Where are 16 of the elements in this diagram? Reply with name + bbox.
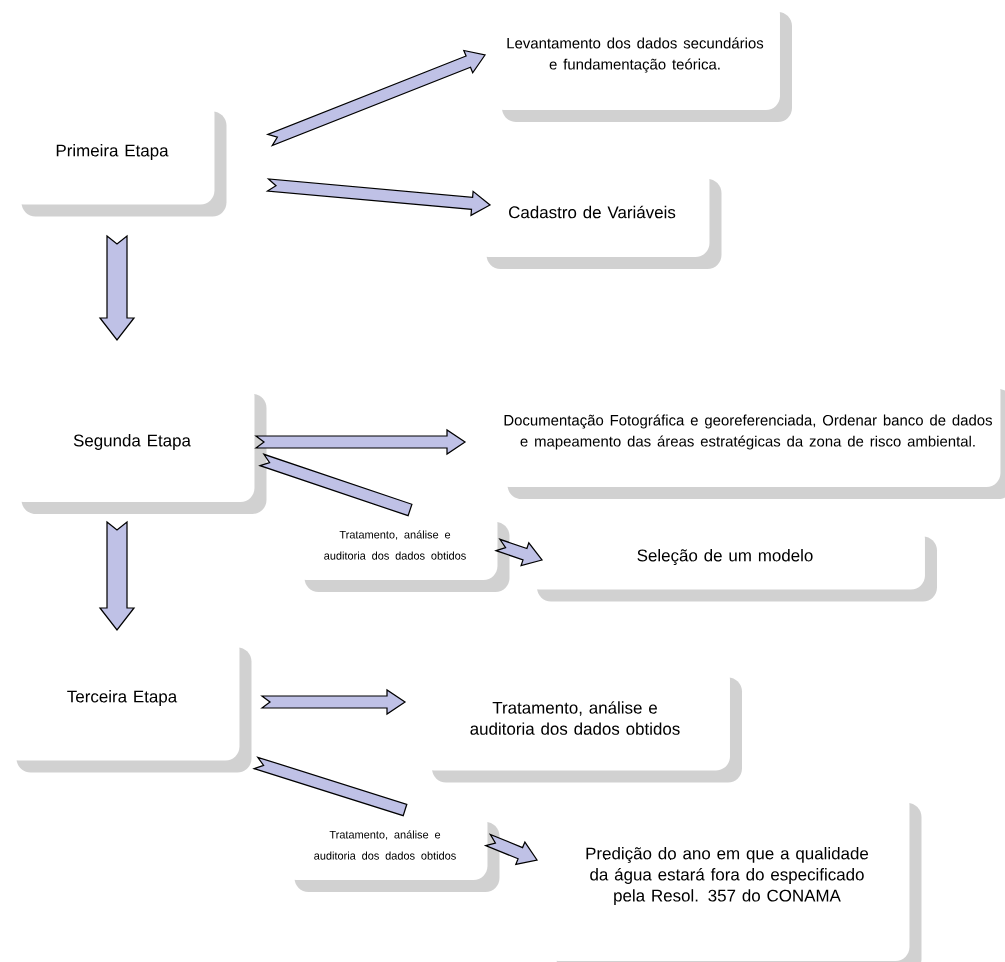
text-box: Terceira Etapa	[4, 635, 252, 773]
text-box: Tratamento, análise e auditoria dos dados obtidos	[292, 510, 510, 592]
text-box: Tratamento, análise e auditoria dos dados obtidos	[282, 810, 500, 892]
text-box: Primeira Etapa	[9, 99, 227, 217]
block-arrow	[260, 688, 407, 716]
text-box: Segunda Etapa	[9, 382, 267, 514]
text-box: Levantamento dos dados secundários e fundamentação teórica.	[490, 0, 792, 122]
block-arrow	[98, 520, 136, 631]
block-arrow	[254, 428, 467, 456]
text-box: Seleção de um modelo	[525, 524, 937, 602]
text-box: Tratamento, análise e auditoria dos dados obtidos	[420, 665, 742, 783]
block-arrow	[98, 234, 136, 341]
block-arrow	[265, 49, 487, 147]
text-box: Documentação Fotográfica e georeferenciada, Ordenar banco de dados e mapeamento das áreas estratégicas da zona de risco ambiental.	[495, 377, 1005, 499]
text-box: Cadastro de Variáveis	[474, 167, 722, 269]
text-box: Predição do ano em que a qualidade da água estará fora do especificado pela Resol. 357 do CONAMA	[544, 791, 922, 962]
